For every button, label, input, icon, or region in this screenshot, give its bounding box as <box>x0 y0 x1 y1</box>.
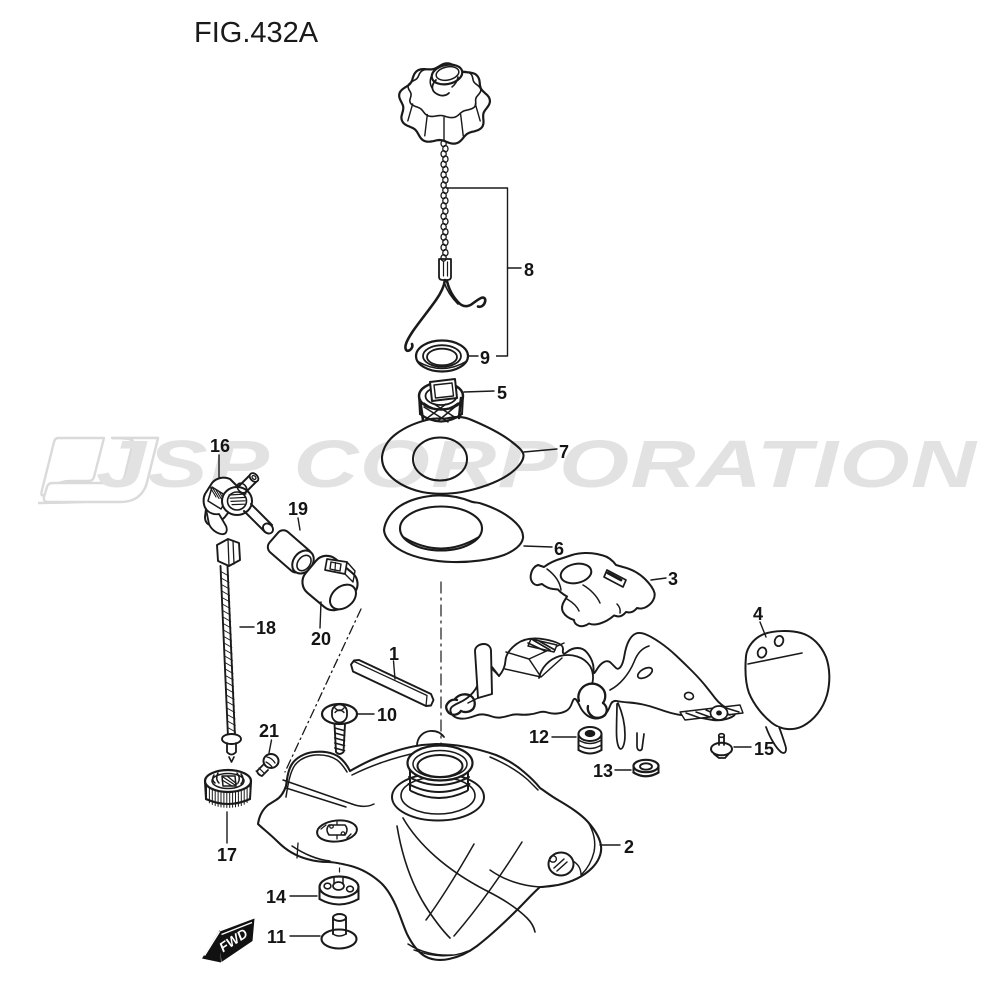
svg-text:10: 10 <box>377 705 397 725</box>
svg-text:17: 17 <box>217 845 237 865</box>
svg-text:21: 21 <box>259 721 279 741</box>
svg-text:15: 15 <box>754 739 774 759</box>
svg-text:2: 2 <box>624 837 634 857</box>
svg-text:13: 13 <box>593 761 613 781</box>
svg-text:16: 16 <box>210 436 230 456</box>
svg-text:9: 9 <box>480 348 490 368</box>
svg-text:4: 4 <box>753 604 763 624</box>
svg-text:FIG.432A: FIG.432A <box>194 17 319 49</box>
svg-text:18: 18 <box>256 618 276 638</box>
svg-text:8: 8 <box>524 260 534 280</box>
svg-text:19: 19 <box>288 499 308 519</box>
svg-text:20: 20 <box>311 629 331 649</box>
svg-text:5: 5 <box>497 383 507 403</box>
svg-text:12: 12 <box>529 727 549 747</box>
svg-text:11: 11 <box>267 927 286 947</box>
svg-text:3: 3 <box>668 569 678 589</box>
svg-text:6: 6 <box>554 539 564 559</box>
svg-text:7: 7 <box>559 442 569 462</box>
svg-text:1: 1 <box>389 644 399 664</box>
svg-text:14: 14 <box>266 887 286 907</box>
